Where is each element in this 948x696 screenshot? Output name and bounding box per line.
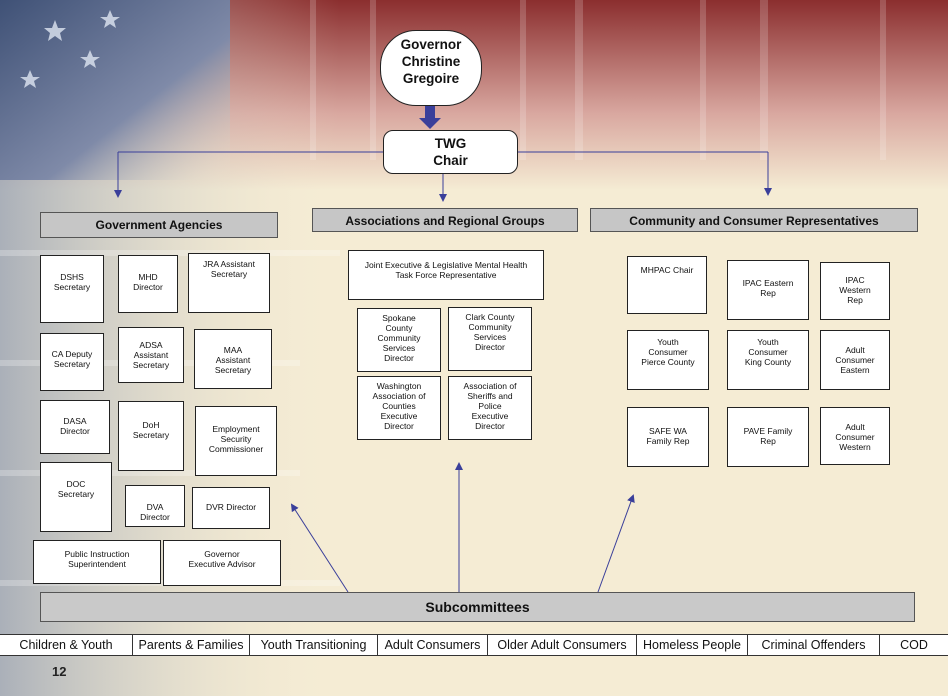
box-label: Spokane County Community Services Direct…	[377, 313, 421, 363]
safe-wa-box: SAFE WA Family Rep	[627, 407, 709, 467]
washington-counties-box: Washington Association of Counties Execu…	[357, 376, 441, 440]
tab-older-adult-consumers[interactable]: Older Adult Consumers	[488, 635, 637, 655]
sub-to-gov-arrow	[290, 503, 349, 593]
sub-to-community-arrow	[597, 494, 635, 593]
tab-cod[interactable]: COD	[900, 638, 928, 652]
joint-task-force-box: Joint Executive & Legislative Mental Hea…	[348, 250, 544, 300]
box-label: SAFE WA Family Rep	[646, 426, 690, 446]
subcommittee-tabs: Children & Youth Parents & Families Yout…	[0, 634, 948, 656]
governor-advisor-box: Governor Executive Advisor	[163, 540, 281, 586]
box-label: Joint Executive & Legislative Mental Hea…	[364, 260, 528, 280]
tab-adult-consumers[interactable]: Adult Consumers	[378, 635, 488, 655]
box-label: JRA Assistant Secretary	[203, 259, 255, 279]
dshs-secretary-box: DSHS Secretary	[40, 255, 104, 323]
box-label: Youth Consumer King County	[744, 337, 792, 367]
box-label: DOC Secretary	[57, 479, 95, 499]
box-label: CA Deputy Secretary	[51, 349, 93, 369]
maa-assistant-box: MAA Assistant Secretary	[194, 329, 272, 389]
ipac-western-box: IPAC Western Rep	[820, 262, 890, 320]
box-label: PAVE Family Rep	[743, 426, 793, 446]
adult-eastern-box: Adult Consumer Eastern	[820, 330, 890, 390]
dva-director-box: DVA Director	[125, 485, 185, 527]
header-community: Community and Consumer Representatives	[590, 208, 918, 232]
doh-secretary-box: DoH Secretary	[118, 401, 184, 471]
box-label: MHPAC Chair	[640, 265, 694, 275]
adult-western-box: Adult Consumer Western	[820, 407, 890, 465]
header-government-agencies: Government Agencies	[40, 212, 278, 238]
box-label: Adult Consumer Eastern	[835, 345, 875, 375]
box-label: MAA Assistant Secretary	[214, 345, 252, 375]
ca-deputy-box: CA Deputy Secretary	[40, 333, 104, 391]
box-label: Youth Consumer Pierce County	[641, 337, 695, 367]
tab-parents-families[interactable]: Parents & Families	[133, 635, 250, 655]
youth-king-box: Youth Consumer King County	[727, 330, 809, 390]
header-associations: Associations and Regional Groups	[312, 208, 578, 232]
adsa-assistant-box: ADSA Assistant Secretary	[118, 327, 184, 383]
box-label: IPAC Western Rep	[839, 275, 871, 305]
tab-criminal-offenders[interactable]: Criminal Offenders	[748, 635, 880, 655]
clark-county-box: Clark County Community Services Director	[448, 307, 532, 371]
governor-box: Governor Christine Gregoire	[380, 30, 482, 106]
ipac-eastern-box: IPAC Eastern Rep	[727, 260, 809, 320]
mhpac-chair-box: MHPAC Chair	[627, 256, 707, 314]
youth-pierce-box: Youth Consumer Pierce County	[627, 330, 709, 390]
box-label: Employment Security Commissioner	[208, 424, 264, 454]
governor-to-chair-arrow	[419, 106, 441, 129]
employment-security-box: Employment Security Commissioner	[195, 406, 277, 476]
chair-label: TWG Chair	[433, 136, 468, 168]
sheriffs-police-box: Association of Sheriffs and Police Execu…	[448, 376, 532, 440]
tab-youth-transitioning[interactable]: Youth Transitioning	[250, 635, 378, 655]
public-instruction-box: Public Instruction Superintendent	[33, 540, 161, 584]
governor-label: Governor Christine Gregoire	[400, 37, 462, 86]
box-label: ADSA Assistant Secretary	[132, 340, 170, 370]
dvr-director-box: DVR Director	[192, 487, 270, 529]
jra-assistant-box: JRA Assistant Secretary	[188, 253, 270, 313]
box-label: DVA Director	[140, 502, 170, 522]
tab-homeless-people[interactable]: Homeless People	[637, 635, 748, 655]
chair-box: TWG Chair	[383, 130, 518, 174]
box-label: Governor Executive Advisor	[188, 549, 256, 569]
box-label: DoH Secretary	[132, 420, 170, 440]
dasa-director-box: DASA Director	[40, 400, 110, 454]
box-label: MHD Director	[133, 272, 163, 292]
box-label: IPAC Eastern Rep	[742, 278, 794, 298]
slide-number: 12	[52, 664, 67, 679]
doc-secretary-box: DOC Secretary	[40, 462, 112, 532]
mhd-director-box: MHD Director	[118, 255, 178, 313]
box-label: Association of Sheriffs and Police Execu…	[463, 381, 517, 431]
subcommittees-bar: Subcommittees	[40, 592, 915, 622]
box-label: DASA Director	[60, 416, 90, 436]
box-label: Public Instruction Superintendent	[64, 549, 130, 569]
box-label: DSHS Secretary	[53, 272, 91, 292]
box-label: Clark County Community Services Director	[465, 312, 515, 352]
pave-family-box: PAVE Family Rep	[727, 407, 809, 467]
box-label: Washington Association of Counties Execu…	[372, 381, 426, 431]
tab-children-youth[interactable]: Children & Youth	[0, 635, 133, 655]
box-label: Adult Consumer Western	[835, 422, 875, 452]
spokane-county-box: Spokane County Community Services Direct…	[357, 308, 441, 372]
box-label: DVR Director	[205, 502, 257, 512]
